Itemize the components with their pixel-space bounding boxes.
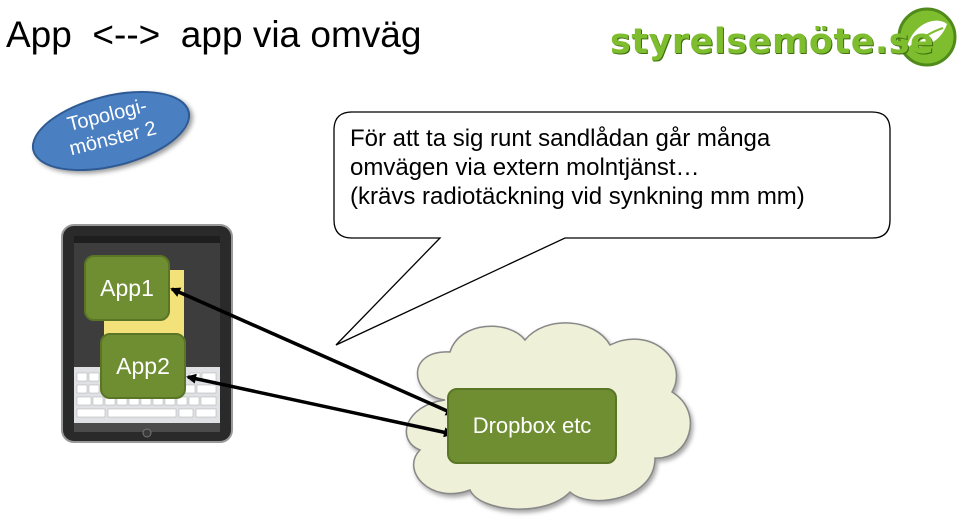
callout-line-1: För att ta sig runt sandlådan går många bbox=[350, 125, 771, 152]
dropbox-box: Dropbox etc bbox=[447, 388, 617, 464]
callout-text: För att ta sig runt sandlådan går många … bbox=[350, 124, 870, 211]
callout-line-3: (krävs radiotäckning vid synkning mm mm) bbox=[350, 183, 805, 210]
app1-box: App1 bbox=[84, 255, 170, 321]
arrow-app2-to-dropbox bbox=[186, 373, 454, 438]
slide-title: App <--> app via omväg bbox=[6, 14, 422, 55]
logo-leaf-icon bbox=[897, 7, 957, 67]
callout-line-2: omvägen via extern molntjänst… bbox=[350, 154, 700, 181]
logo-text: styrelsemöte.se bbox=[610, 22, 935, 62]
app2-box: App2 bbox=[100, 333, 186, 399]
